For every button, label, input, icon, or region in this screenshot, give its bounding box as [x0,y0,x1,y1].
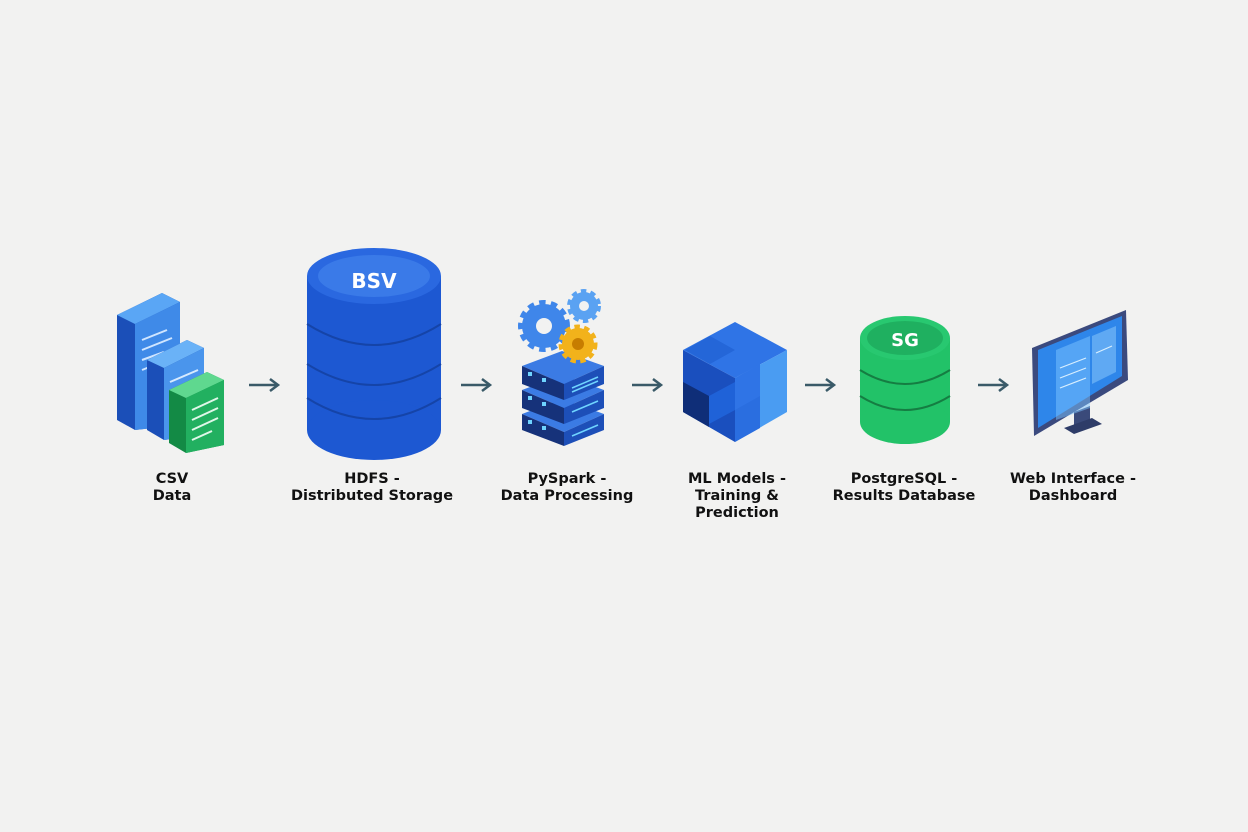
stage-label-csv: CSV Data [72,471,272,505]
csv-files-icon [112,290,227,455]
arrow-right-icon [803,378,837,392]
stage-label-web: Web Interface - Dashboard [973,471,1173,505]
arrow-right-icon [247,378,281,392]
label-line: ML Models - [688,471,786,487]
stage-label-ml: ML Models - Training & Prediction [637,471,837,522]
monitor-dashboard-icon [1030,308,1130,440]
label-line: Training & [695,488,779,504]
label-line: Prediction [695,505,779,521]
label-line: Web Interface - [1010,471,1136,487]
arrow-right-icon [630,378,664,392]
label-line: Distributed Storage [290,488,454,504]
label-line: HDFS - [344,471,400,487]
ml-cube-icon [680,320,790,445]
label-line: Dashboard [1028,488,1118,504]
label-line: PySpark - [527,471,607,487]
label-line: Results Database [832,488,976,504]
stage-label-pyspark: PySpark - Data Processing [467,471,667,505]
stage-label-postgresql: PostgreSQL - Results Database [804,471,1004,505]
hdfs-cylinder-icon: BSV [305,246,443,462]
arrow-right-icon [976,378,1010,392]
label-line: Data Processing [500,488,634,504]
stage-label-hdfs: HDFS - Distributed Storage [272,471,472,505]
pyspark-gears-server-icon [512,284,612,449]
label-line: Data [152,488,192,504]
arrow-right-icon [459,378,493,392]
label-line: CSV [155,471,189,487]
label-line: PostgreSQL - [850,471,958,487]
postgresql-logo-text: SG [891,330,919,351]
hdfs-logo-text: BSV [351,269,397,293]
postgresql-cylinder-icon: SG [858,314,952,446]
